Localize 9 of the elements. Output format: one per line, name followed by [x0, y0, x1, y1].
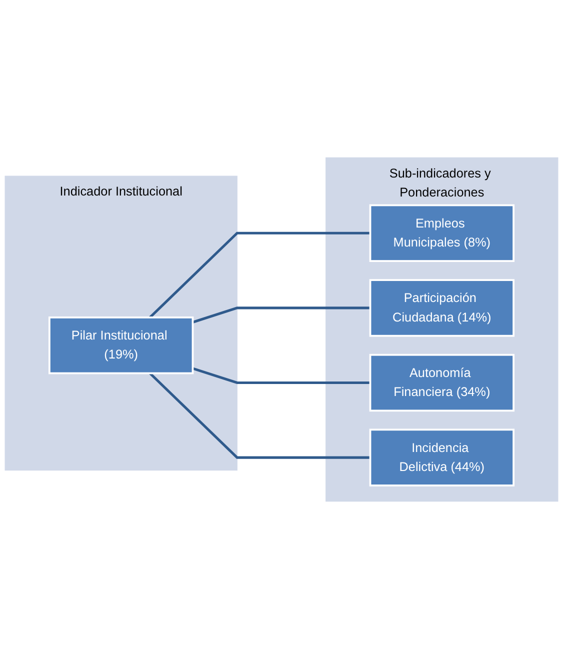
connector	[149, 372, 370, 459]
connector	[192, 367, 370, 384]
connector	[149, 232, 370, 318]
node-box: Autonomía Financiera (34%)	[369, 354, 514, 412]
node-box: Pilar Institucional (19%)	[48, 316, 194, 374]
connector	[192, 306, 370, 324]
node-box: Participación Ciudadana (14%)	[369, 279, 514, 337]
node-box: Empleos Municipales (8%)	[369, 204, 514, 262]
node-box: Incidencia Delictiva (44%)	[369, 428, 514, 486]
